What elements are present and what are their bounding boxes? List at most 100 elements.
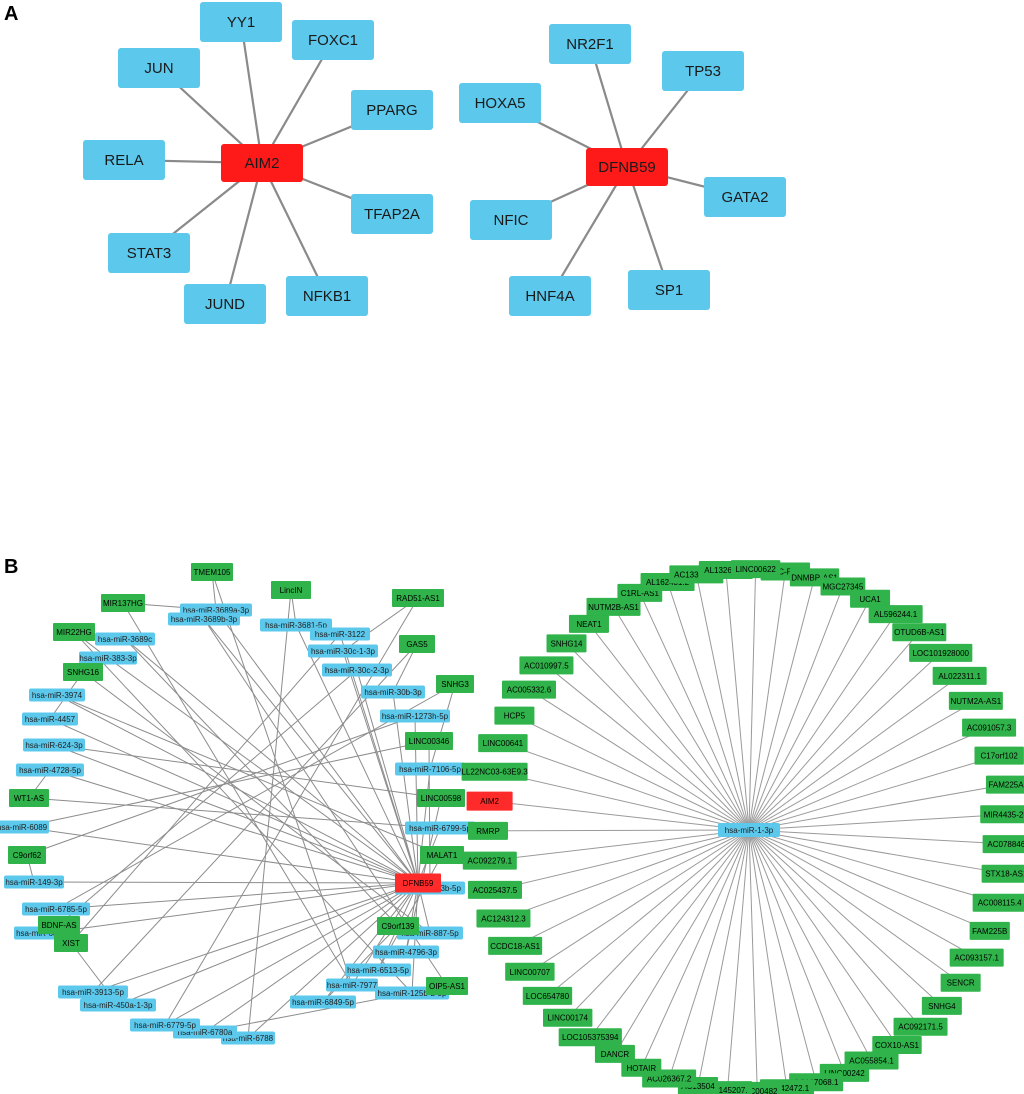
lncrna-node-al022311-1[interactable]: AL022311.1 [932, 666, 987, 685]
mirna-node-hsa-mir-3689b-3p[interactable]: hsa-miR-3689b-3p [168, 612, 240, 626]
mirna-node-hsa-mir-3913-5p[interactable]: hsa-miR-3913-5p [58, 985, 128, 999]
mirna-node-hsa-mir-30c-2-3p[interactable]: hsa-miR-30c-2-3p [322, 663, 392, 677]
node-jund[interactable]: JUND [184, 284, 266, 324]
lncrna-node-rmrp[interactable]: RMRP [468, 821, 509, 840]
lncrna-node-linc00622[interactable]: LINC00622 [730, 560, 781, 579]
node-pparg[interactable]: PPARG [351, 90, 433, 130]
mirna-node-hsa-mir-30c-1-3p[interactable]: hsa-miR-30c-1-3p [308, 644, 378, 658]
lncrna-node-xist[interactable]: XIST [54, 934, 88, 952]
node-stat3[interactable]: STAT3 [108, 233, 190, 273]
lncrna-node-fam225a[interactable]: FAM225A [985, 775, 1024, 794]
lncrna-node-ac010997-5[interactable]: AC010997.5 [519, 656, 574, 675]
lncrna-node-ac078846-1[interactable]: AC078846.1 [982, 835, 1024, 854]
node-aim2-hub[interactable]: AIM2 [221, 144, 303, 182]
node-nfic[interactable]: NFIC [470, 200, 552, 240]
lncrna-node-mir4435-2hg[interactable]: MIR4435-2HG [980, 805, 1024, 824]
lncrna-node-neat1[interactable]: NEAT1 [568, 614, 609, 633]
node-tp53[interactable]: TP53 [662, 51, 744, 91]
lncrna-node-cox10-as1[interactable]: COX10-AS1 [872, 1035, 922, 1054]
node-hnf4a[interactable]: HNF4A [509, 276, 591, 316]
node-nr2f1[interactable]: NR2F1 [549, 24, 631, 64]
lncrna-node-linc00641[interactable]: LINC00641 [478, 734, 528, 753]
lncrna-node-ll22nc03-63e9-3[interactable]: LL22NC03-63E9.3 [461, 762, 528, 781]
lncrna-node-snhg3[interactable]: SNHG3 [436, 675, 474, 693]
mirna-node-hsa-mir-624-3p[interactable]: hsa-miR-624-3p [23, 738, 85, 752]
mirna-node-hsa-mir-30b-3p[interactable]: hsa-miR-30b-3p [361, 685, 425, 699]
lncrna-node-loc654780[interactable]: LOC654780 [522, 986, 573, 1005]
lncrna-node-mir22hg[interactable]: MIR22HG [53, 623, 95, 641]
lncrna-node-gas5[interactable]: GAS5 [399, 635, 435, 653]
node-rela[interactable]: RELA [83, 140, 165, 180]
lncrna-node-mir137hg[interactable]: MIR137HG [101, 594, 145, 612]
lncrna-node-linc00346[interactable]: LINC00346 [405, 732, 453, 750]
mirna-node-hsa-mir-383-3p[interactable]: hsa-miR-383-3p [79, 651, 137, 665]
lncrna-node-ac091057-3[interactable]: AC091057.3 [962, 718, 1017, 737]
mirna-node-hsa-mir-4796-3p[interactable]: hsa-miR-4796-3p [373, 945, 439, 959]
lncrna-node-lincin[interactable]: LincIN [271, 581, 311, 599]
lncrna-node-c9orf62[interactable]: C9orf62 [8, 846, 46, 864]
node-tfap2a[interactable]: TFAP2A [351, 194, 433, 234]
mirna-hub-node-hsa-mir-1-3p[interactable]: hsa-miR-1-3p [718, 823, 780, 837]
lncrna-node-dancr[interactable]: DANCR [594, 1044, 635, 1063]
lncrna-node-sencr[interactable]: SENCR [940, 973, 981, 992]
lncrna-node-al596244-1[interactable]: AL596244.1 [868, 605, 923, 624]
lncrna-node-hcp5[interactable]: HCP5 [494, 706, 535, 725]
lncrna-node-nutm2a-as1[interactable]: NUTM2A-AS1 [948, 691, 1003, 710]
mirna-node-hsa-mir-6799-5p[interactable]: hsa-miR-6799-5p [405, 821, 475, 835]
lncrna-node-loc101928000[interactable]: LOC101928000 [909, 643, 973, 662]
lncrna-node-ac008115-4[interactable]: AC008115.4 [972, 893, 1024, 912]
lncrna-node-ac025437-5[interactable]: AC025437.5 [467, 880, 522, 899]
lncrna-node-oip5-as1[interactable]: OIP5-AS1 [426, 977, 468, 995]
lncrna-node-ac092171-5[interactable]: AC092171.5 [893, 1017, 948, 1036]
mrna-node-dfnb59[interactable]: DFNB59 [395, 873, 441, 893]
lncrna-node-nutm2b-as1[interactable]: NUTM2B-AS1 [586, 597, 641, 616]
node-jun[interactable]: JUN [118, 48, 200, 88]
mirna-node-hsa-mir-450a-1-3p[interactable]: hsa-miR-450a-1-3p [80, 998, 156, 1012]
node-gata2[interactable]: GATA2 [704, 177, 786, 217]
mirna-node-hsa-mir-149-3p[interactable]: hsa-miR-149-3p [4, 875, 64, 889]
lncrna-node-uca1[interactable]: UCA1 [850, 589, 891, 608]
mirna-node-hsa-mir-6089[interactable]: hsa-miR-6089 [0, 820, 49, 834]
lncrna-node-stx18-as1[interactable]: STX18-AS1 [981, 864, 1024, 883]
lncrna-node-ac005332-6[interactable]: AC005332.6 [501, 680, 556, 699]
mirna-node-hsa-mir-7106-5p[interactable]: hsa-miR-7106-5p [395, 762, 465, 776]
lncrna-node-ac092279-1[interactable]: AC092279.1 [462, 851, 517, 870]
mirna-node-hsa-mir-3122[interactable]: hsa-miR-3122 [310, 627, 370, 641]
lncrna-node-rad51-as1[interactable]: RAD51-AS1 [392, 589, 444, 607]
lncrna-node-wt1-as[interactable]: WT1-AS [9, 789, 49, 807]
lncrna-node-otud6b-as1[interactable]: OTUD6B-AS1 [892, 623, 947, 642]
lncrna-node-tmem105[interactable]: TMEM105 [191, 563, 233, 581]
mirna-node-hsa-mir-6849-5p[interactable]: hsa-miR-6849-5p [290, 995, 356, 1009]
lncrna-node-ac124312-3[interactable]: AC124312.3 [476, 909, 531, 928]
lncrna-node-bdnf-as[interactable]: BDNF-AS [38, 916, 80, 934]
mirna-node-hsa-mir-6779-5p[interactable]: hsa-miR-6779-5p [130, 1018, 200, 1032]
lncrna-node-loc105375394[interactable]: LOC105375394 [558, 1028, 622, 1047]
lncrna-node-ac093157-1[interactable]: AC093157.1 [949, 948, 1004, 967]
lncrna-node-linc00707[interactable]: LINC00707 [505, 962, 555, 981]
mirna-node-hsa-mir-4457[interactable]: hsa-miR-4457 [22, 712, 78, 726]
mirna-node-hsa-mir-3689c[interactable]: hsa-miR-3689c [95, 632, 155, 646]
node-yy1[interactable]: YY1 [200, 2, 282, 42]
mirna-node-hsa-mir-4728-5p[interactable]: hsa-miR-4728-5p [16, 763, 84, 777]
mirna-node-hsa-mir-6513-5p[interactable]: hsa-miR-6513-5p [345, 963, 411, 977]
node-nfkb1[interactable]: NFKB1 [286, 276, 368, 316]
lncrna-node-linc00598[interactable]: LINC00598 [417, 789, 465, 807]
lncrna-node-fam225b[interactable]: FAM225B [969, 921, 1010, 940]
lncrna-node-snhg4[interactable]: SNHG4 [921, 996, 962, 1015]
lncrna-node-malat1[interactable]: MALAT1 [420, 846, 464, 864]
mirna-node-hsa-mir-1273h-5p[interactable]: hsa-miR-1273h-5p [380, 709, 450, 723]
lncrna-node-c9orf139[interactable]: C9orf139 [377, 917, 419, 935]
lncrna-node-linc00174[interactable]: LINC00174 [542, 1008, 593, 1027]
node-sp1[interactable]: SP1 [628, 270, 710, 310]
node-hoxa5[interactable]: HOXA5 [459, 83, 541, 123]
lncrna-node-snhg16[interactable]: SNHG16 [63, 663, 103, 681]
lncrna-node-snhg14[interactable]: SNHG14 [546, 634, 587, 653]
mirna-node-hsa-mir-6785-5p[interactable]: hsa-miR-6785-5p [22, 902, 90, 916]
mirna-node-hsa-mir-7977[interactable]: hsa-miR-7977 [326, 978, 378, 992]
lncrna-node-ccdc18-as1[interactable]: CCDC18-AS1 [488, 936, 543, 955]
lncrna-node-hotair[interactable]: HOTAIR [621, 1058, 662, 1077]
lncrna-node-c17orf102[interactable]: C17orf102 [974, 746, 1024, 765]
mirna-node-hsa-mir-3974[interactable]: hsa-miR-3974 [29, 688, 85, 702]
mrna-node-aim2[interactable]: AIM2 [466, 791, 513, 811]
node-foxc1[interactable]: FOXC1 [292, 20, 374, 60]
